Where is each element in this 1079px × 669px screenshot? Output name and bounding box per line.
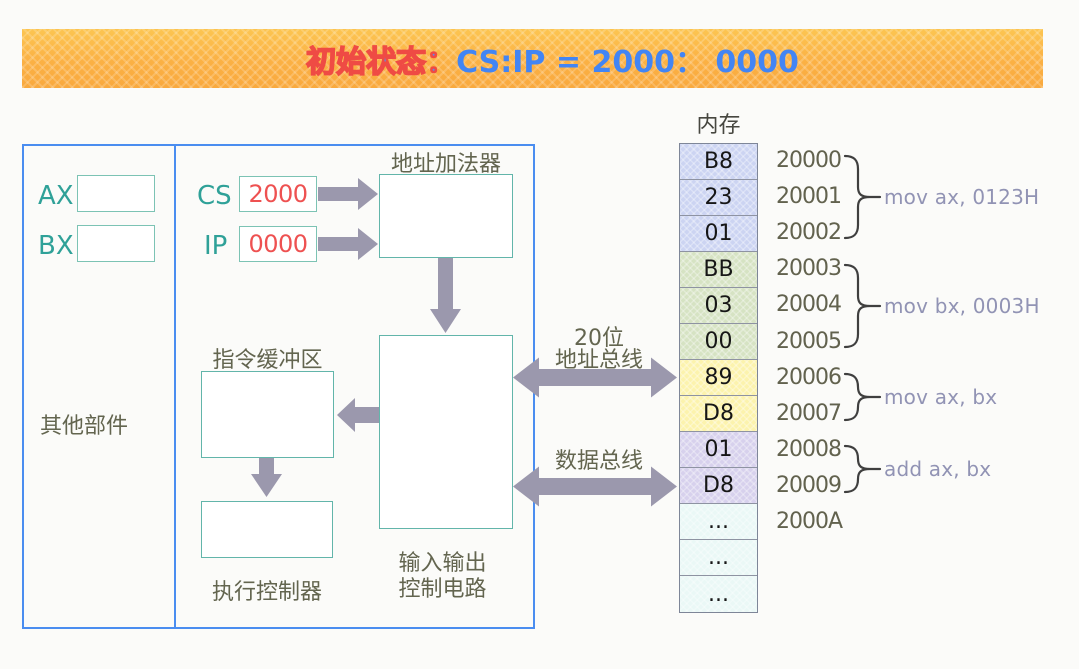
instruction-buffer-label: 指令缓冲区	[212, 348, 323, 373]
memory-address: 20006	[776, 365, 842, 390]
reg-ax-box	[77, 175, 155, 212]
memory-address: 20002	[776, 220, 842, 245]
title-main: CS:IP = 2000： 0000	[456, 44, 799, 80]
address-adder-box	[379, 174, 513, 258]
io-to-buffer-arrow	[337, 398, 379, 432]
brace-group-3	[843, 372, 882, 422]
title-prefix: 初始状态：	[305, 44, 457, 81]
data-bus-arrow	[513, 466, 677, 507]
memory-address: 20009	[776, 473, 842, 498]
reg-ax-label: AX	[38, 181, 74, 211]
memory-address: 2000A	[776, 509, 843, 534]
instruction-annotation: mov ax, 0123H	[884, 185, 1040, 209]
memory-cell: ...	[680, 540, 757, 576]
memory-address: 20000	[776, 148, 842, 173]
cs-to-adder-arrow	[318, 178, 378, 210]
instruction-annotation: add ax, bx	[884, 457, 992, 481]
brace-group-2	[843, 263, 882, 349]
brace-group-1	[843, 154, 882, 240]
memory-address: 20003	[776, 256, 842, 281]
memory-cell: ...	[680, 504, 757, 540]
title-banner: 初始状态：CS:IP = 2000： 0000	[22, 29, 1043, 88]
memory-cell: 01	[680, 432, 757, 468]
buffer-to-exec-arrow	[251, 458, 282, 497]
address-bus-label-line2: 地址总线	[554, 348, 643, 373]
reg-bx-box	[77, 225, 155, 262]
instruction-annotation: mov ax, bx	[884, 385, 998, 409]
memory-cell: 01	[680, 216, 757, 252]
execution-controller-box	[201, 501, 333, 558]
io-control-box	[379, 335, 513, 529]
brace-group-4	[843, 444, 882, 494]
reg-cs-value: 2000	[248, 180, 308, 208]
memory-cell: 03	[680, 288, 757, 324]
reg-bx-label: BX	[38, 231, 74, 261]
memory-column: B8 23 01 BB 03 00 89 D8 01 D8 ... ... ..…	[679, 143, 758, 613]
memory-cell: D8	[680, 396, 757, 432]
memory-address: 20001	[776, 184, 842, 209]
address-bus-label-line1: 20位	[574, 326, 624, 351]
data-bus-label: 数据总线	[554, 449, 643, 474]
memory-address: 20008	[776, 437, 842, 462]
ip-to-adder-arrow	[318, 228, 378, 260]
adder-to-io-arrow	[430, 258, 461, 333]
memory-cell: 23	[680, 180, 757, 216]
reg-ip-box: 0000	[239, 226, 317, 262]
instruction-buffer-box	[201, 371, 334, 458]
address-adder-label: 地址加法器	[390, 152, 501, 177]
memory-cell: BB	[680, 252, 757, 288]
cpu-divider	[174, 144, 176, 629]
page-title: 初始状态：CS:IP = 2000： 0000	[266, 37, 799, 81]
reg-ip-value: 0000	[248, 230, 308, 258]
io-control-label-line2: 控制电路	[398, 577, 487, 602]
reg-cs-box: 2000	[239, 176, 317, 212]
memory-cell: 00	[680, 324, 757, 360]
reg-ip-label: IP	[204, 231, 228, 261]
memory-cell: 89	[680, 360, 757, 396]
memory-address: 20007	[776, 401, 842, 426]
memory-address: 20005	[776, 329, 842, 354]
other-components-label: 其他部件	[40, 414, 129, 439]
reg-cs-label: CS	[197, 181, 232, 211]
address-bus-arrow	[513, 357, 677, 398]
memory-address: 20004	[776, 292, 842, 317]
io-control-label: 输入输出 控制电路	[386, 551, 499, 603]
memory-cell: ...	[680, 576, 757, 612]
io-control-label-line1: 输入输出	[398, 551, 487, 576]
memory-cell: B8	[680, 144, 757, 180]
execution-controller-label: 执行控制器	[211, 580, 322, 605]
memory-cell: D8	[680, 468, 757, 504]
memory-label: 内存	[696, 113, 741, 138]
instruction-annotation: mov bx, 0003H	[884, 294, 1040, 318]
